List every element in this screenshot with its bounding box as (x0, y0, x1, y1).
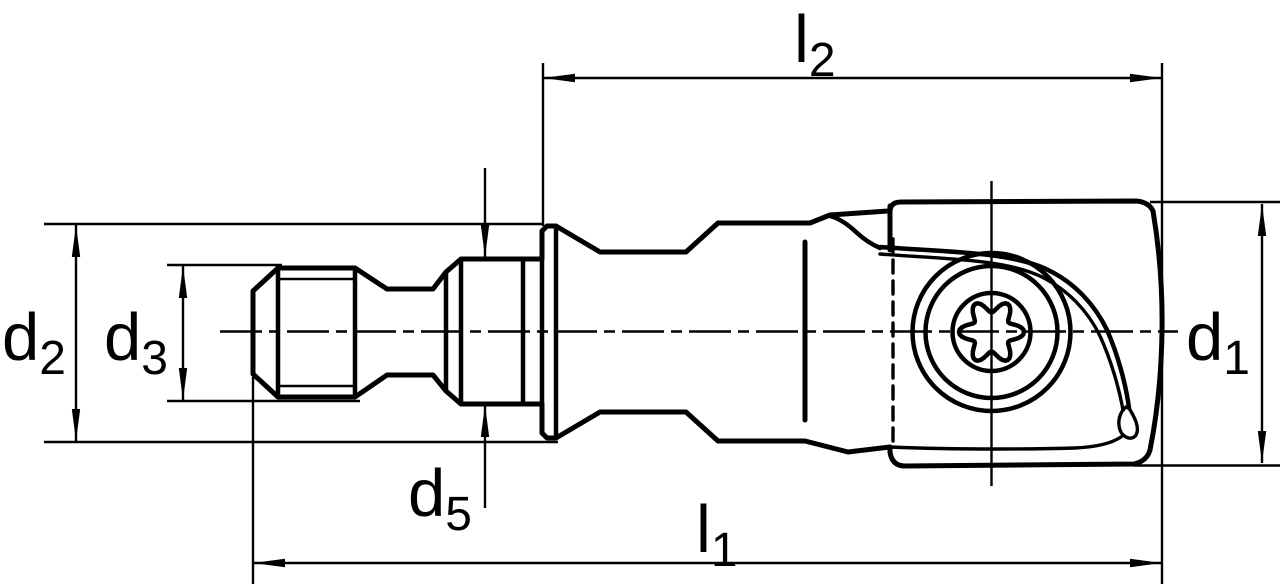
d1-bottom-arrowhead (1257, 431, 1267, 463)
dim-label-l2: l2 (794, 6, 836, 85)
dim-label-l2-sub: 2 (808, 34, 836, 87)
dim-label-d5-sub: 5 (445, 488, 472, 541)
torx-screw-icon (910, 181, 1073, 486)
dim-label-d1: d1 (1186, 304, 1250, 383)
dim-label-d5-base: d (408, 456, 446, 531)
dim-label-l2-base: l (794, 2, 809, 77)
dimension-d5 (480, 168, 490, 508)
wiper-corner-curl (1117, 405, 1140, 440)
gash-notch-curve (827, 213, 883, 251)
d2-top-arrowhead (71, 225, 81, 257)
dim-label-d1-sub: 1 (1223, 332, 1250, 385)
dimension-d3 (178, 266, 188, 400)
dim-label-d2-sub: 2 (39, 332, 66, 385)
insert-seat-bottom-edge (888, 435, 1123, 451)
dimension-l1 (253, 558, 1162, 568)
d5-down-arrowhead (480, 225, 490, 257)
d3-top-arrowhead (178, 266, 188, 298)
dim-label-d3-sub: 3 (141, 332, 168, 385)
dim-label-d1-base: d (1186, 300, 1224, 375)
dim-label-l1: l1 (696, 496, 738, 575)
dimension-d2 (71, 225, 81, 441)
d1-top-arrowhead (1257, 204, 1267, 236)
l1-right-arrowhead (1130, 558, 1162, 568)
l2-right-arrowhead (1130, 73, 1162, 83)
dim-label-d3: d3 (104, 304, 168, 383)
gash-upper-curve (877, 244, 1132, 411)
l2-left-arrowhead (543, 73, 575, 83)
d2-bottom-arrowhead (71, 409, 81, 441)
dim-label-d3-base: d (104, 300, 142, 375)
dim-label-l1-sub: 1 (710, 524, 738, 577)
d3-bottom-arrowhead (178, 368, 188, 400)
dim-label-d5: d5 (408, 460, 472, 539)
dimension-l2 (543, 73, 1162, 83)
d5-up-arrowhead (480, 405, 490, 437)
extension-lines (44, 63, 1280, 584)
dimension-d1 (1257, 204, 1267, 463)
dim-label-d2-base: d (2, 300, 40, 375)
dim-label-l1-base: l (696, 492, 711, 567)
dim-label-d2: d2 (2, 304, 66, 383)
l1-left-arrowhead (253, 558, 285, 568)
